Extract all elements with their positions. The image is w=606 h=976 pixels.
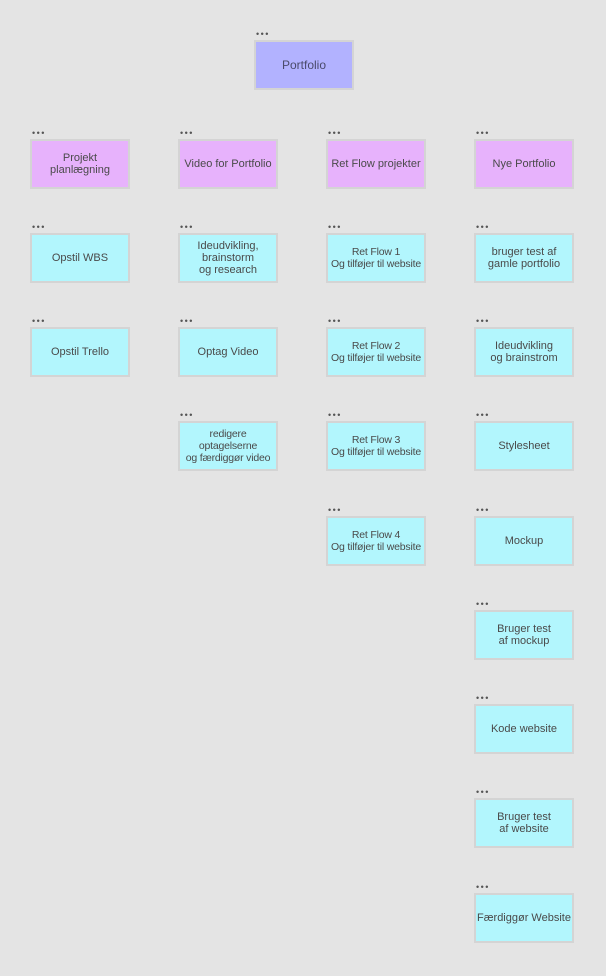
node-opstil-wbs[interactable]: Opstil WBS bbox=[30, 233, 130, 283]
ellipsis-icon[interactable]: ••• bbox=[32, 222, 46, 232]
ellipsis-icon[interactable]: ••• bbox=[180, 128, 194, 138]
ellipsis-icon[interactable]: ••• bbox=[476, 599, 490, 609]
node-projekt-planlaegning[interactable]: Projekt planlægning bbox=[30, 139, 130, 189]
node-ideudvikling-brainstrom[interactable]: Ideudvikling og brainstrom bbox=[474, 327, 574, 377]
node-kode-website[interactable]: Kode website bbox=[474, 704, 574, 754]
node-faerdiggor-website[interactable]: Færdiggør Website bbox=[474, 893, 574, 943]
node-optag-video[interactable]: Optag Video bbox=[178, 327, 278, 377]
ellipsis-icon[interactable]: ••• bbox=[476, 787, 490, 797]
node-portfolio[interactable]: Portfolio bbox=[254, 40, 354, 90]
node-ret-flow-2[interactable]: Ret Flow 2 Og tilføjer til website bbox=[326, 327, 426, 377]
ellipsis-icon[interactable]: ••• bbox=[180, 222, 194, 232]
ellipsis-icon[interactable]: ••• bbox=[476, 222, 490, 232]
ellipsis-icon[interactable]: ••• bbox=[476, 693, 490, 703]
ellipsis-icon[interactable]: ••• bbox=[328, 316, 342, 326]
node-stylesheet[interactable]: Stylesheet bbox=[474, 421, 574, 471]
ellipsis-icon[interactable]: ••• bbox=[328, 128, 342, 138]
ellipsis-icon[interactable]: ••• bbox=[180, 410, 194, 420]
ellipsis-icon[interactable]: ••• bbox=[32, 316, 46, 326]
node-ret-flow-projekter[interactable]: Ret Flow projekter bbox=[326, 139, 426, 189]
ellipsis-icon[interactable]: ••• bbox=[328, 222, 342, 232]
node-mockup[interactable]: Mockup bbox=[474, 516, 574, 566]
ellipsis-icon[interactable]: ••• bbox=[476, 128, 490, 138]
ellipsis-icon[interactable]: ••• bbox=[328, 410, 342, 420]
node-bruger-test-gamle-portfolio[interactable]: bruger test af gamle portfolio bbox=[474, 233, 574, 283]
ellipsis-icon[interactable]: ••• bbox=[476, 505, 490, 515]
ellipsis-icon[interactable]: ••• bbox=[476, 316, 490, 326]
node-ret-flow-3[interactable]: Ret Flow 3 Og tilføjer til website bbox=[326, 421, 426, 471]
node-bruger-test-website[interactable]: Bruger test af website bbox=[474, 798, 574, 848]
ellipsis-icon[interactable]: ••• bbox=[180, 316, 194, 326]
node-ret-flow-4[interactable]: Ret Flow 4 Og tilføjer til website bbox=[326, 516, 426, 566]
ellipsis-icon[interactable]: ••• bbox=[476, 410, 490, 420]
ellipsis-icon[interactable]: ••• bbox=[476, 882, 490, 892]
ellipsis-icon[interactable]: ••• bbox=[256, 29, 270, 39]
ellipsis-icon[interactable]: ••• bbox=[328, 505, 342, 515]
node-ideudvikling-brainstorm-research[interactable]: Ideudvikling, brainstorm og research bbox=[178, 233, 278, 283]
node-video-for-portfolio[interactable]: Video for Portfolio bbox=[178, 139, 278, 189]
ellipsis-icon[interactable]: ••• bbox=[32, 128, 46, 138]
node-nye-portfolio[interactable]: Nye Portfolio bbox=[474, 139, 574, 189]
node-ret-flow-1[interactable]: Ret Flow 1 Og tilføjer til website bbox=[326, 233, 426, 283]
node-bruger-test-mockup[interactable]: Bruger test af mockup bbox=[474, 610, 574, 660]
node-opstil-trello[interactable]: Opstil Trello bbox=[30, 327, 130, 377]
node-redigere-optagelserne[interactable]: redigere optagelserne og færdiggør video bbox=[178, 421, 278, 471]
